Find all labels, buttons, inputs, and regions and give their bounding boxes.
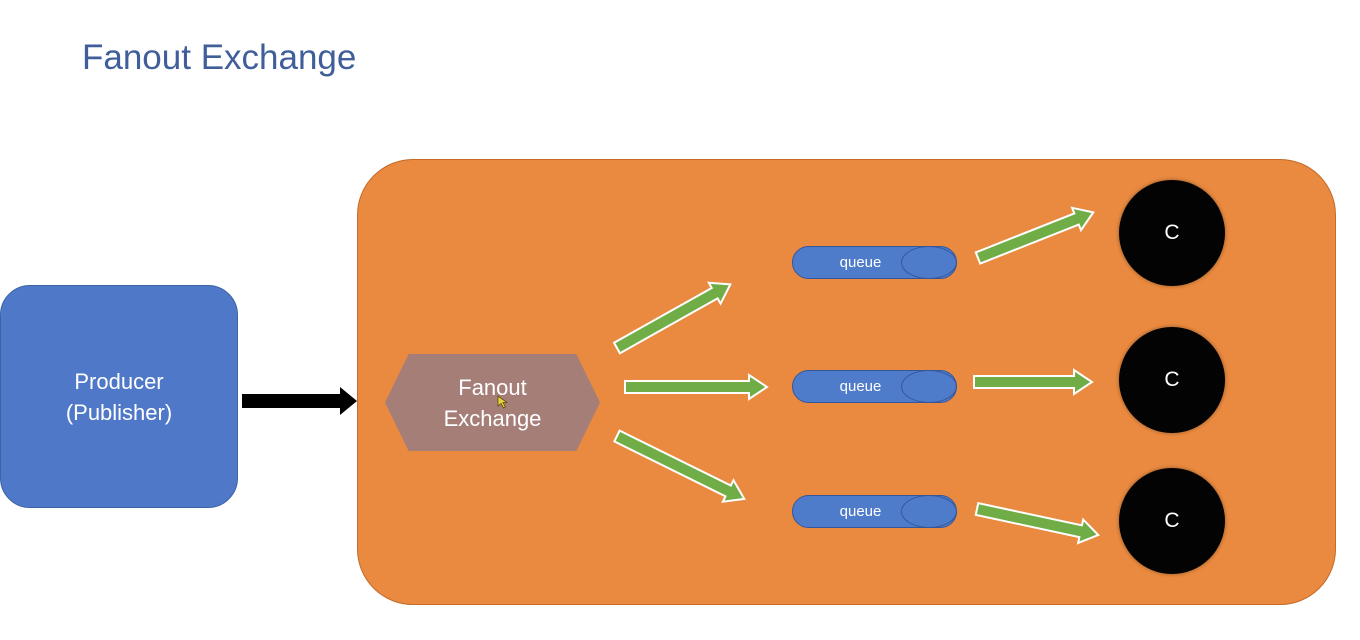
fanout-arrow-queue-2-to-consumer-2 (973, 368, 1094, 396)
producer-label-line1: Producer (74, 368, 164, 394)
consumer-3: C (1119, 468, 1225, 574)
exchange-label-line2: Exchange (443, 405, 542, 431)
queue-1-cap (901, 246, 957, 279)
consumer-1: C (1119, 180, 1225, 286)
fanout-arrow-queue-3-to-consumer-3 (974, 501, 1101, 545)
queue-1: queue (792, 246, 957, 279)
producer-box: Producer (Publisher) (0, 285, 238, 508)
publish-arrow-head (340, 387, 357, 415)
fanout-arrow-queue-1-to-consumer-1 (974, 206, 1095, 265)
queue-2-cap (901, 370, 957, 403)
queue-2-label: queue (839, 378, 882, 395)
publish-arrow (242, 387, 357, 415)
publish-arrow-shaft (242, 394, 342, 408)
fanout-exchange-hexagon: Fanout Exchange (385, 354, 600, 451)
producer-label-line2: (Publisher) (65, 399, 173, 425)
queue-3-cap (901, 495, 957, 528)
slide-title: Fanout Exchange (82, 38, 357, 77)
fanout-arrow-exchange-to-queue-1 (612, 281, 732, 355)
queue-2: queue (792, 370, 957, 403)
queue-3: queue (792, 495, 957, 528)
fanout-arrow-exchange-to-queue-2 (624, 373, 769, 401)
queue-3-label: queue (839, 503, 882, 520)
mouse-pointer-icon (497, 395, 509, 409)
queue-1-label: queue (839, 254, 882, 271)
exchange-label-line1: Fanout (458, 374, 527, 400)
consumer-2: C (1119, 327, 1225, 433)
fanout-arrow-exchange-to-queue-3 (613, 429, 746, 503)
